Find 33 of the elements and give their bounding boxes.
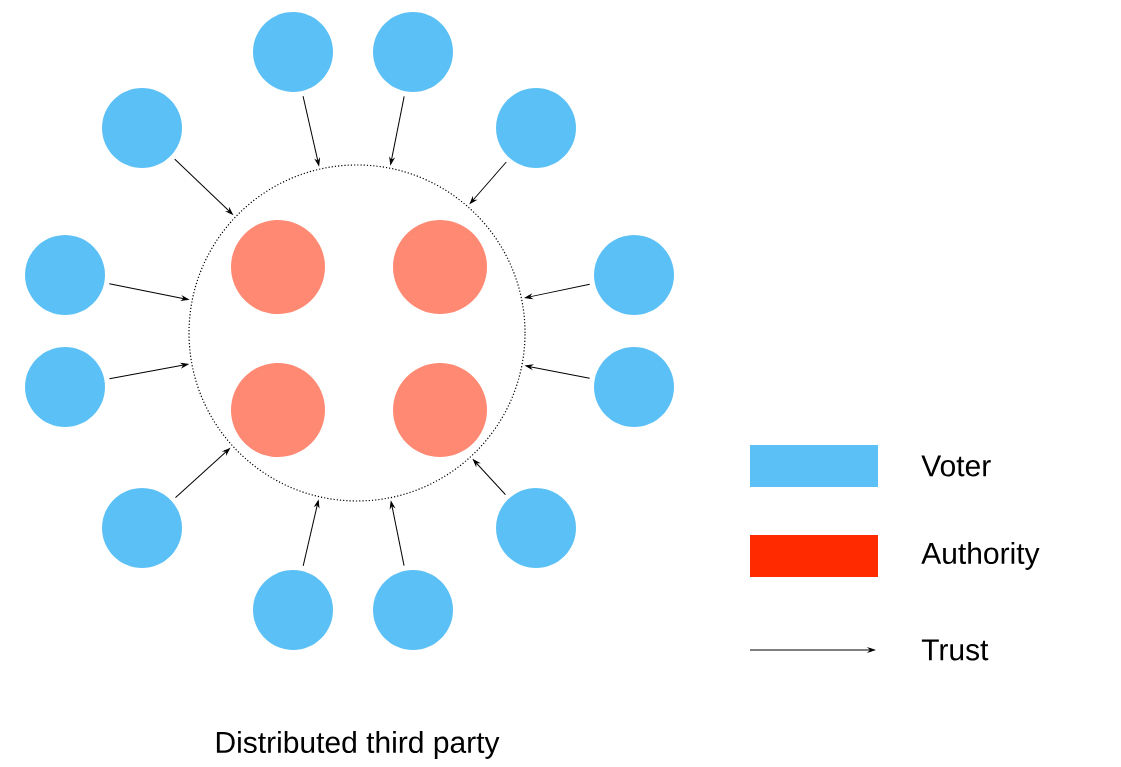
voter-circle xyxy=(496,88,576,168)
arrow xyxy=(108,283,189,301)
voter-circle xyxy=(25,235,105,315)
voter-circle xyxy=(102,88,182,168)
authority-circle xyxy=(393,363,487,457)
arrow xyxy=(302,95,320,166)
voter-circle xyxy=(253,570,333,650)
legend-label: Voter xyxy=(921,455,991,477)
voter-circle xyxy=(373,12,453,92)
arrow xyxy=(525,364,591,379)
arrow xyxy=(472,459,506,496)
arrow xyxy=(389,95,405,165)
arrow xyxy=(389,501,405,567)
arrow xyxy=(525,283,591,299)
arrow xyxy=(469,161,507,204)
voter-circle xyxy=(253,12,333,92)
dotted-circle xyxy=(188,164,526,502)
voter-circle xyxy=(373,570,453,650)
arrow xyxy=(175,448,230,499)
authority-circle xyxy=(231,220,325,314)
voter-circle xyxy=(594,235,674,315)
arrow xyxy=(108,362,189,380)
voter-circle xyxy=(102,488,182,568)
authority-circle xyxy=(231,363,325,457)
voter-circle xyxy=(594,347,674,427)
legend-label: Trust xyxy=(921,639,989,661)
arrow xyxy=(302,500,320,567)
legend-label: Authority xyxy=(921,542,1040,570)
authority-circle xyxy=(393,220,487,314)
arrow xyxy=(174,158,233,215)
caption: Distributed third party xyxy=(216,731,500,759)
voter-circle xyxy=(25,347,105,427)
voter-circle xyxy=(496,488,576,568)
